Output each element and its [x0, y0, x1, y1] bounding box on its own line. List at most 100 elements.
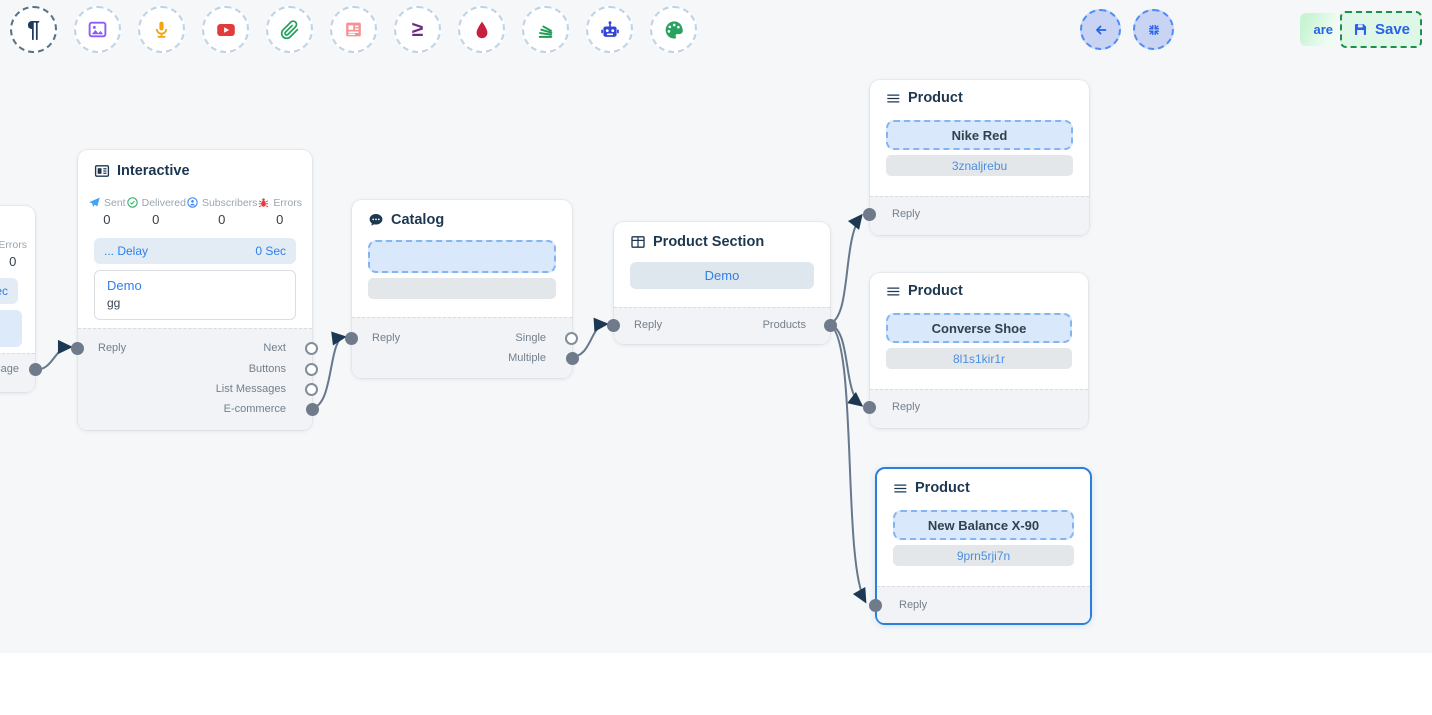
output-handle-next[interactable] [305, 342, 318, 355]
output-handle-list-messages[interactable] [305, 383, 318, 396]
canvas-bottom-strip [0, 653, 1432, 715]
bug-icon [259, 198, 269, 208]
output-handle-multiple[interactable] [566, 352, 579, 365]
product-id-box[interactable]: 8l1s1kir1r [886, 348, 1072, 369]
node-footer: Reply Next Buttons List Messages E-comme… [71, 328, 319, 430]
message-preview-box[interactable] [0, 310, 22, 347]
stat-subscribers: Subscribers 0 [186, 196, 257, 227]
product-name: Nike Red [951, 127, 1008, 143]
section-name-box[interactable]: Demo [630, 262, 814, 289]
product-name: New Balance X-90 [927, 517, 1040, 533]
input-handle-reply[interactable] [863, 208, 876, 221]
newspaper-icon [346, 22, 361, 37]
floppy-disk-icon [1354, 23, 1366, 36]
delay-row[interactable]: Sec [0, 278, 18, 304]
node-product-section[interactable]: Product Section Demo Reply Products [607, 222, 837, 344]
toolbar-button-theme[interactable] [650, 6, 697, 53]
fit-view-button[interactable] [1133, 9, 1174, 50]
stat-errors: Errors 0 [0, 239, 27, 269]
port-label-reply: Reply [372, 332, 401, 344]
menu-lines-icon [887, 286, 900, 296]
user-circle-icon [187, 197, 198, 208]
toolbar-button-attachment[interactable] [266, 6, 313, 53]
delay-value: Sec [0, 284, 8, 298]
node-product-2[interactable]: Product Converse Shoe 8l1s1kir1r Reply [863, 273, 1088, 428]
menu-lines-icon [894, 483, 907, 493]
compress-icon [1148, 24, 1159, 35]
input-handle-reply[interactable] [869, 599, 882, 612]
product-id-box[interactable]: 9prn5rji7n [893, 545, 1074, 566]
node-interactive[interactable]: Interactive Sent 0 Delivered 0 [71, 150, 319, 430]
port-label-reply: Reply [892, 208, 921, 220]
product-name: Converse Shoe [931, 320, 1027, 336]
node-catalog[interactable]: Catalog Reply Single Multiple [345, 200, 579, 378]
delay-row[interactable]: ... Delay 0 Sec [94, 238, 296, 264]
input-handle-reply[interactable] [345, 332, 358, 345]
youtube-icon [216, 23, 235, 36]
share-button-partial[interactable]: are [1300, 13, 1336, 46]
message-body: gg [107, 296, 121, 310]
toolbar-button-stack[interactable] [522, 6, 569, 53]
stack-icon [538, 25, 553, 38]
node-footer: Reply Products [607, 307, 837, 344]
delay-value: 0 Sec [255, 244, 286, 258]
edge-products-to-product1 [828, 213, 863, 325]
toolbar-button-text[interactable]: ¶ [10, 6, 57, 53]
edge-products-to-product3 [828, 323, 867, 604]
toolbar-button-bot[interactable] [586, 6, 633, 53]
save-button-label: Save [1374, 21, 1411, 38]
toolbar-button-droplet[interactable] [458, 6, 505, 53]
stat-errors-label: Errors [0, 239, 27, 251]
product-id-box[interactable]: 3znaljrebu [886, 155, 1073, 176]
catalog-secondary-box[interactable] [368, 278, 556, 299]
toolbar-button-template[interactable] [330, 6, 377, 53]
port-label-ecommerce: E-commerce [223, 403, 286, 415]
port-label-single: Single [515, 332, 546, 344]
save-button[interactable]: Save [1340, 11, 1422, 48]
output-handle-buttons[interactable] [305, 363, 318, 376]
port-label-reply: Reply [634, 319, 663, 331]
table-grid-icon [631, 236, 645, 248]
menu-lines-icon [887, 93, 900, 103]
port-label-list-messages: List Messages [215, 383, 286, 395]
node-message-partial[interactable]: Errors 0 Sec essage [0, 206, 42, 392]
node-footer: essage [0, 353, 42, 392]
output-handle-ecommerce[interactable] [306, 403, 319, 416]
back-button[interactable] [1080, 9, 1121, 50]
toolbar-button-audio[interactable] [138, 6, 185, 53]
arrow-left-icon [1095, 25, 1106, 34]
microphone-icon [155, 21, 168, 38]
node-title-interactive: Interactive [117, 163, 190, 179]
node-title-product: Product [915, 480, 970, 496]
robot-icon [600, 20, 619, 37]
node-title-product: Product [908, 283, 963, 299]
node-product-3-selected[interactable]: Product New Balance X-90 9prn5rji7n Repl… [869, 467, 1092, 625]
input-handle-reply[interactable] [71, 342, 84, 355]
product-name-box[interactable]: Converse Shoe [886, 313, 1072, 343]
catalog-placeholder-box[interactable] [368, 240, 556, 273]
share-button-label: are [1313, 22, 1333, 37]
message-title: Demo [107, 278, 142, 293]
output-handle-single[interactable] [565, 332, 578, 345]
node-footer: Reply Single Multiple [345, 317, 579, 378]
delay-label: ... Delay [104, 244, 149, 258]
node-product-1[interactable]: Product Nike Red 3znaljrebu Reply [863, 80, 1089, 235]
stats-row: Sent 0 Delivered 0 Subscribers 0 [88, 196, 302, 227]
toolbar-button-video[interactable] [202, 6, 249, 53]
input-handle-reply[interactable] [863, 401, 876, 414]
section-name: Demo [704, 268, 740, 283]
port-label-next: Next [263, 342, 286, 354]
output-handle-message[interactable] [29, 363, 42, 376]
toolbar-button-image[interactable] [74, 6, 121, 53]
product-name-box[interactable]: New Balance X-90 [893, 510, 1074, 540]
pilcrow-icon: ¶ [27, 16, 40, 42]
port-label-multiple: Multiple [508, 352, 546, 364]
output-handle-products[interactable] [824, 319, 837, 332]
input-handle-reply[interactable] [607, 319, 620, 332]
toolbar-button-condition[interactable]: ≥ [394, 6, 441, 53]
message-box[interactable]: Demo gg [94, 270, 296, 320]
palette-icon [665, 20, 683, 39]
product-name-box[interactable]: Nike Red [886, 120, 1073, 150]
stat-errors-value: 0 [9, 254, 17, 269]
